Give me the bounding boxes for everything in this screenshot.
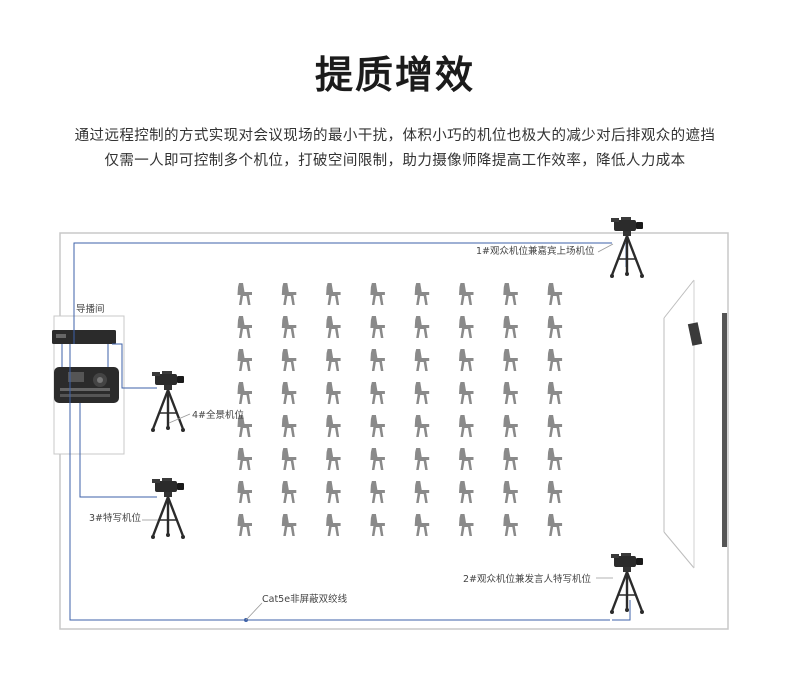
chair-icon <box>547 283 563 305</box>
chair-icon <box>503 481 518 503</box>
chair-icon <box>414 382 430 404</box>
chair-icon <box>281 415 297 437</box>
chair-icon <box>326 514 341 536</box>
chair-icon <box>370 382 385 404</box>
cat5e-cable <box>61 242 631 621</box>
chair-icon <box>370 448 385 470</box>
chair-icon <box>237 481 252 503</box>
chair-icon <box>281 448 297 470</box>
camera-2-icon <box>608 551 646 616</box>
chair-icon <box>281 514 297 536</box>
chair-icon <box>326 382 341 404</box>
chair-icon <box>414 415 430 437</box>
chair-icon <box>503 514 518 536</box>
chair-icon <box>414 514 430 536</box>
chair-icon <box>237 316 252 338</box>
lectern-icon <box>687 322 703 346</box>
camera-4-icon <box>149 369 187 434</box>
chair-icon <box>459 382 474 404</box>
chair-icon <box>547 481 563 503</box>
camera-1-label: 1#观众机位兼嘉宾上场机位 <box>476 245 595 257</box>
chair-icon <box>503 448 518 470</box>
chair-icon <box>503 382 518 404</box>
chair-icon <box>547 448 563 470</box>
description-line-2: 仅需一人即可控制多个机位，打破空间限制，助力摄像师降提高工作效率，降低人力成本 <box>104 153 686 169</box>
chair-icon <box>503 349 518 371</box>
chair-icon <box>503 415 518 437</box>
chair-icon <box>326 415 341 437</box>
chair-icon <box>326 349 341 371</box>
chair-icon <box>414 316 430 338</box>
chair-icon <box>547 382 563 404</box>
description-line-1: 通过远程控制的方式实现对会议现场的最小干扰，体积小巧的机位也极大的减少对后排观众… <box>74 128 716 144</box>
chair-icon <box>326 283 341 305</box>
chair-icon <box>237 514 252 536</box>
chair-icon <box>459 283 474 305</box>
video-switcher-icon <box>52 330 116 344</box>
chair-icon <box>459 415 474 437</box>
camera-4-label: 4#全景机位 <box>192 409 245 421</box>
chair-icon <box>370 415 385 437</box>
chair-icon <box>459 514 474 536</box>
control-room-label: 导播间 <box>76 303 105 315</box>
chair-icon <box>414 481 430 503</box>
stage-screen <box>663 279 727 569</box>
camera-3-label: 3#特写机位 <box>89 512 142 524</box>
chair-icon <box>281 316 297 338</box>
camera-1-icon <box>608 215 646 280</box>
seating-area <box>237 283 563 536</box>
cable-label: Cat5e非屏蔽双绞线 <box>262 593 348 605</box>
chair-icon <box>503 316 518 338</box>
control-panel-icon <box>54 367 119 403</box>
chair-icon <box>370 349 385 371</box>
chair-icon <box>281 283 297 305</box>
chair-icon <box>459 448 474 470</box>
chair-icon <box>237 448 252 470</box>
chair-icon <box>459 481 474 503</box>
chair-icon <box>370 283 385 305</box>
chair-icon <box>547 415 563 437</box>
chair-icon <box>414 283 430 305</box>
chair-icon <box>547 316 563 338</box>
chair-icon <box>326 481 341 503</box>
chair-icon <box>503 283 518 305</box>
chair-icon <box>459 316 474 338</box>
camera-2-label: 2#观众机位兼发言人特写机位 <box>463 573 592 585</box>
chair-icon <box>281 349 297 371</box>
chair-icon <box>281 481 297 503</box>
chair-icon <box>414 448 430 470</box>
chair-icon <box>281 382 297 404</box>
chair-icon <box>459 349 474 371</box>
chair-icon <box>547 349 563 371</box>
page-title: 提质增效 <box>314 53 475 97</box>
chair-icon <box>237 349 252 371</box>
chair-icon <box>414 349 430 371</box>
chair-icon <box>370 514 385 536</box>
camera-3-icon <box>149 476 187 541</box>
chair-icon <box>326 448 341 470</box>
chair-icon <box>326 316 341 338</box>
chair-icon <box>370 316 385 338</box>
chair-icon <box>547 514 563 536</box>
control-room <box>52 315 125 455</box>
chair-icon <box>370 481 385 503</box>
chair-icon <box>237 382 252 404</box>
chair-icon <box>237 283 252 305</box>
